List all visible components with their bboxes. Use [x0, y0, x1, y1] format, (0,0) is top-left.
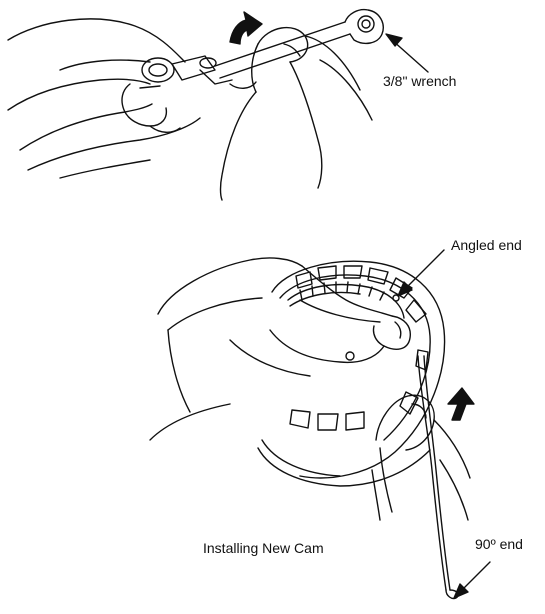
angled-end-pointer-arrow — [398, 250, 444, 296]
ratchet — [142, 56, 232, 84]
top-illustration — [8, 10, 428, 200]
wrench-label: 3/8" wrench — [383, 74, 456, 88]
hand-holding-housing — [150, 258, 410, 440]
wrench-pointer-arrow — [386, 34, 428, 72]
cam-housing — [258, 261, 445, 486]
right-hand — [221, 28, 373, 200]
angled-end-label: Angled end — [451, 238, 522, 252]
figure-caption: Installing New Cam — [203, 541, 324, 555]
left-hand — [8, 19, 200, 178]
push-arrow — [448, 388, 474, 420]
wrench — [215, 10, 383, 89]
rotation-arrow — [230, 12, 262, 44]
cam-wire — [418, 356, 458, 599]
ninety-degree-end-label: 90º end — [475, 537, 523, 551]
ninety-end-pointer-arrow — [454, 562, 490, 598]
